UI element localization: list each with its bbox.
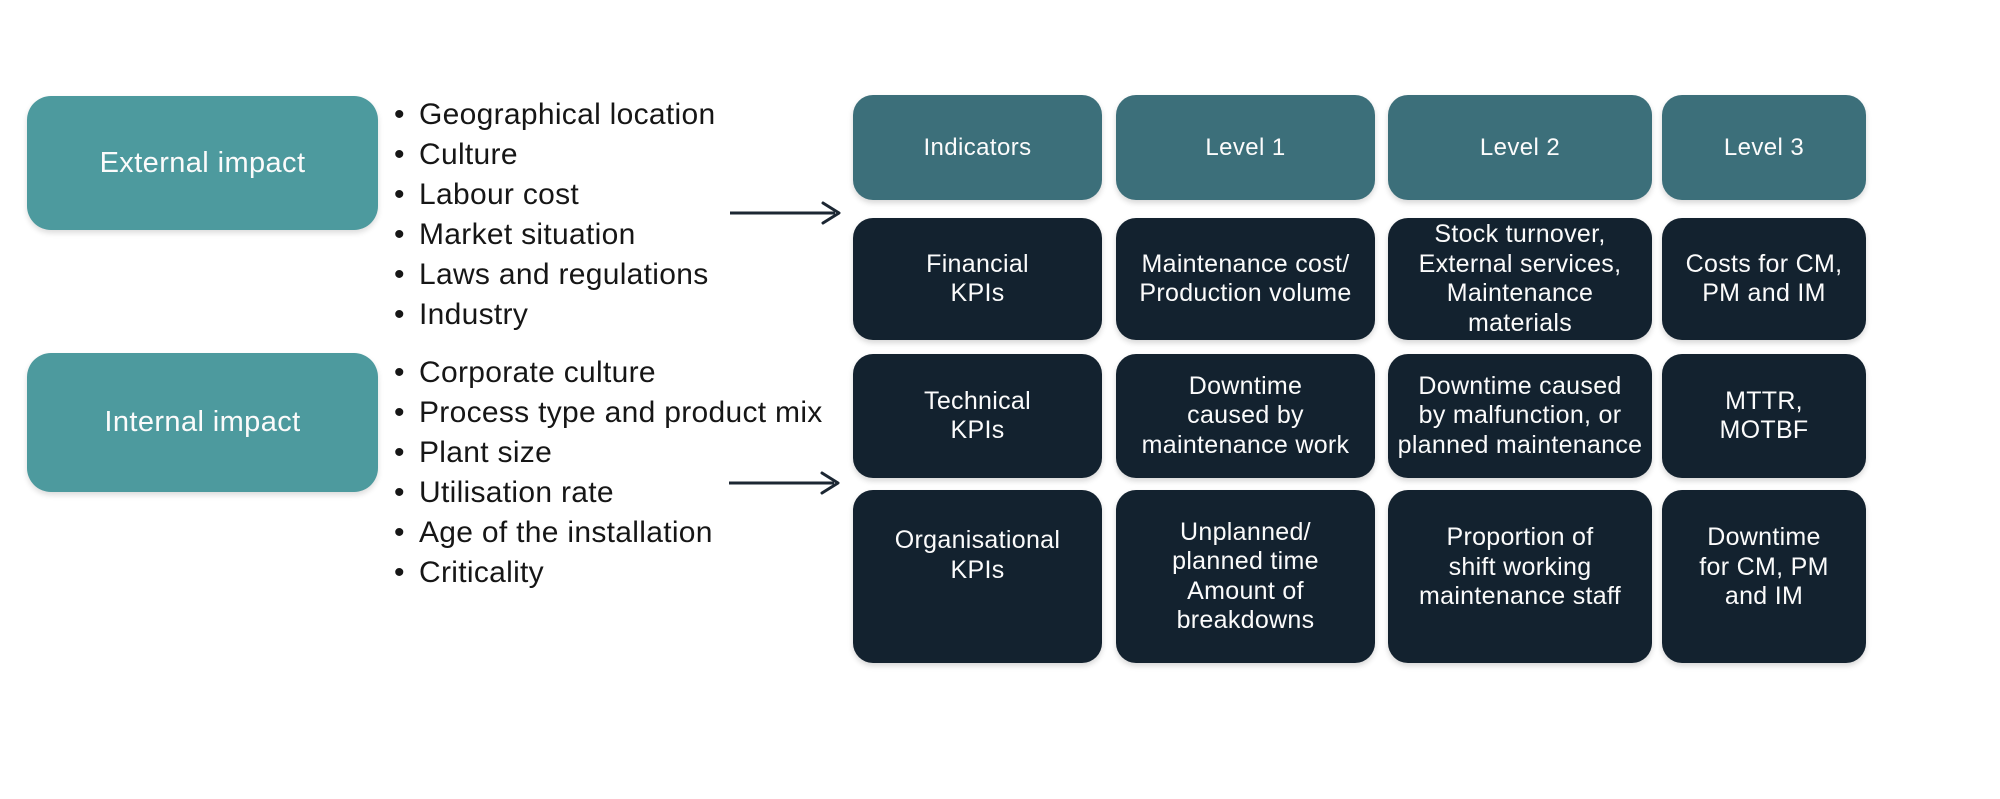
list-item: Plant size [392,433,823,473]
list-item: Process type and product mix [392,393,823,433]
organisational-level1-cell: Unplanned/ planned time Amount of breakd… [1116,490,1375,663]
technical-level3-cell: MTTR, MOTBF [1662,354,1866,478]
arrow-right-icon [729,471,840,495]
header-label: Level 1 [1205,133,1286,161]
list-item: Culture [392,135,716,175]
financial-level2-cell: Stock turnover, External services, Maint… [1388,218,1652,340]
list-item: Market situation [392,215,716,255]
technical-kpis-cell: Technical KPIs [853,354,1102,478]
list-item: Industry [392,295,716,335]
header-label: Level 2 [1479,133,1561,161]
technical-level2-cell: Downtime caused by malfunction, or plann… [1388,354,1652,478]
arrow-right-icon [730,201,841,225]
internal-factors-list: Corporate culture Process type and produ… [392,353,823,593]
financial-level1-cell: Maintenance cost/ Production volume [1116,218,1375,340]
header-level-1: Level 1 [1116,95,1375,200]
list-item: Utilisation rate [392,473,823,513]
technical-level1-cell: Downtime caused by maintenance work [1116,354,1375,478]
organisational-level2-cell: Proportion of shift working maintenance … [1388,490,1652,663]
external-factors-list: Geographical location Culture Labour cos… [392,95,716,335]
list-item: Labour cost [392,175,716,215]
header-label: Indicators [923,133,1032,161]
external-impact-label: External impact [99,146,306,179]
financial-level3-cell: Costs for CM, PM and IM [1662,218,1866,340]
header-level-2: Level 2 [1388,95,1652,200]
external-impact-box: External impact [27,96,378,230]
internal-impact-label: Internal impact [104,406,301,438]
list-item: Laws and regulations [392,255,716,295]
list-item: Corporate culture [392,353,823,393]
header-level-3: Level 3 [1662,95,1866,200]
financial-kpis-cell: Financial KPIs [853,218,1102,340]
internal-impact-box: Internal impact [27,353,378,492]
organisational-kpis-cell: Organisational KPIs [853,490,1102,663]
list-item: Age of the installation [392,513,823,553]
header-label: Level 3 [1723,133,1805,161]
list-item: Criticality [392,553,823,593]
organisational-level3-cell: Downtime for CM, PM and IM [1662,490,1866,663]
list-item: Geographical location [392,95,716,135]
header-indicators: Indicators [853,95,1102,200]
